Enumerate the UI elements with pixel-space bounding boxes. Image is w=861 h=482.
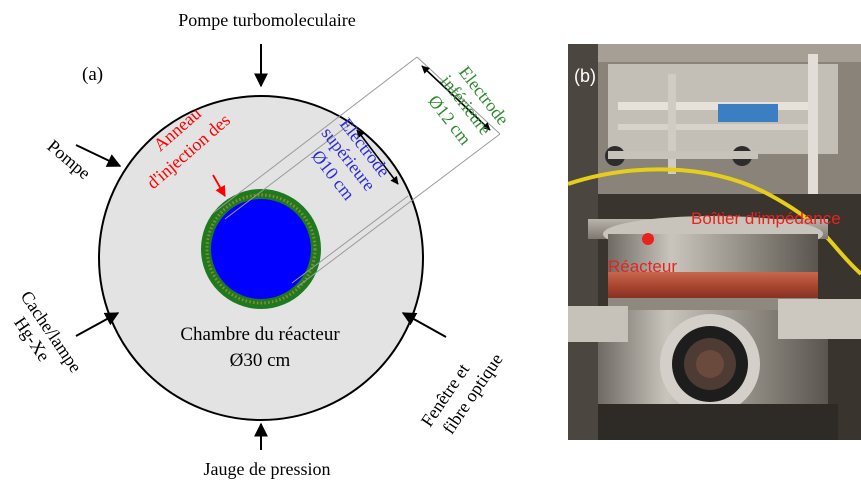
reactor-photo: Boîtier d'impédance Réacteur (b) [568, 44, 861, 440]
impedance-box-label: Boîtier d'impédance [691, 209, 841, 228]
reactor-photo-illustration: Boîtier d'impédance Réacteur (b) [568, 44, 861, 440]
upper-electrode-dim-arrow [356, 129, 399, 185]
reactor-label: Réacteur [608, 257, 677, 276]
lamp-label: Cache/lampe Hg-Xe [10, 287, 86, 376]
injection-ring [205, 193, 317, 305]
panel-b-label: (b) [574, 66, 596, 86]
lamp-arrow [75, 312, 120, 337]
pump-arrow [75, 144, 122, 167]
lower-electrode-dim-arrow [421, 65, 491, 131]
chamber-label-line2: Ø30 cm [230, 350, 291, 371]
upper-electrode-projection [224, 123, 409, 284]
lower-electrode-label: Electrode inférieure Ø12 cm [424, 62, 513, 149]
turbo-pump-label: Pompe turbomoleculaire [178, 10, 355, 30]
reactor-schematic: (a) Pompe turbomoleculaire Jauge de pres… [10, 10, 513, 479]
panel-a-label: (a) [82, 64, 103, 85]
chamber-label-line1: Chambre du réacteur [180, 324, 340, 345]
injection-ring-arrow [212, 174, 226, 197]
window-label: Fenêtre et fibre optique [417, 350, 507, 438]
pump-label: Pompe [43, 136, 94, 183]
window-arrow [401, 312, 447, 338]
upper-electrode [211, 199, 311, 299]
pressure-gauge-label: Jauge de pression [204, 459, 331, 479]
